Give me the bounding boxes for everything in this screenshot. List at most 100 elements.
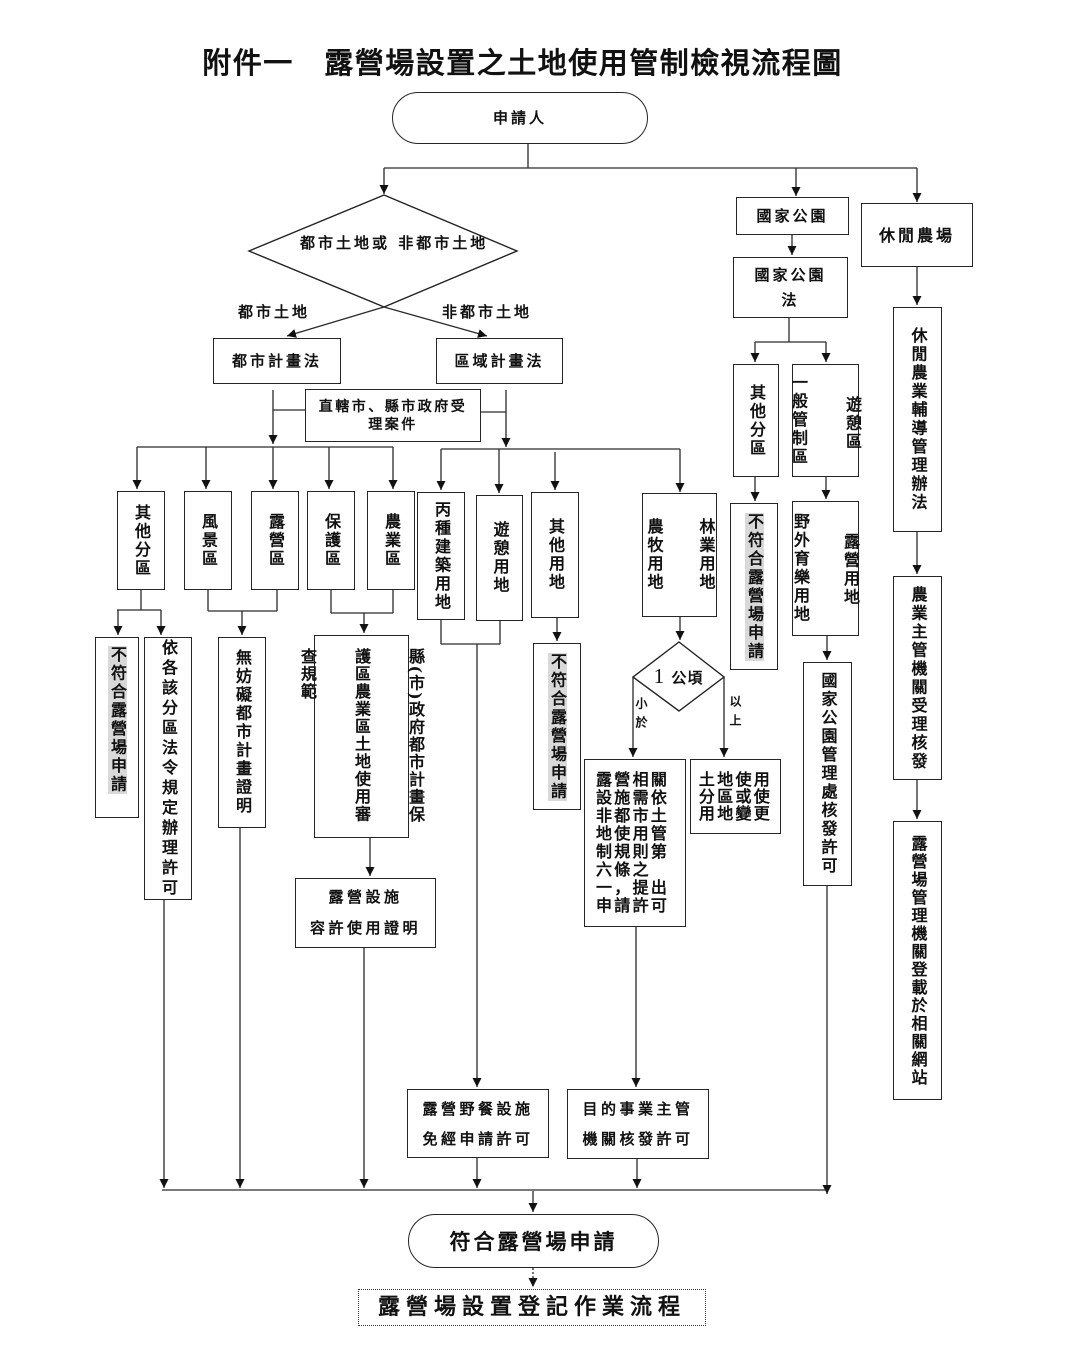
farm-land-label: 農牧用地 (644, 518, 664, 592)
authority-permit-box: 目的事業主管 機關核發許可 (567, 1089, 709, 1159)
np-recreation-zone-box: 遊憩區 一般管制區 (789, 364, 862, 477)
review-standard-box: 縣(市)政府都市計畫保 護區農業區土地使用審 查規範 (298, 635, 425, 838)
arrow-to-urban-law (286, 306, 385, 338)
urban-zone-label: 露營區 (266, 512, 285, 569)
urban-zone-agriculture: 農業區 (367, 491, 415, 590)
forest-farm-text: 林業用地 農牧用地 (615, 518, 745, 592)
urban-zone-label: 保護區 (322, 512, 341, 569)
below-threshold-label: 小於 (634, 697, 648, 735)
nonurban-land-class-c-building: 丙種建築用地 (417, 492, 465, 620)
np-camping-land-text: 露營用地 野外育樂用地 (763, 513, 888, 624)
area-threshold-text: 1 公頃 (633, 664, 724, 689)
np-other-zone-text: 其他分區 (747, 383, 766, 458)
other-zone-permit-text: 依各該分區法令規定辦理許可 (159, 638, 178, 899)
nonurban-land-recreation: 遊憩用地 (476, 495, 523, 621)
nonurban-land-label: 其他用地 (546, 518, 565, 592)
next-process-box: 露營場設置登記作業流程 (358, 1289, 706, 1326)
below-threshold-outcome-box: 露營相關 設施需依 非都市土 地使用管 制規則第 六條之 一，提出 申請許可 (584, 759, 686, 927)
start-label: 申請人 (492, 108, 547, 127)
national-park-text: 國家公園 (756, 206, 829, 225)
not-eligible-highlight: 不符合露營場申請 (745, 512, 764, 661)
land-decision-text: 都市土地或 非都市土地 (300, 234, 489, 252)
forest-land-label: 林業用地 (696, 518, 716, 592)
national-park-law-line: 國家公園法 (754, 265, 827, 309)
facility-use-cert-box: 露營設施 容許使用證明 (295, 878, 436, 948)
arrow-to-regional-law (383, 306, 488, 338)
lf-registry-box: 露營場管理機關登載於相關網站 (893, 821, 942, 1100)
np-office-permit-text: 國家公園管理處核發許可 (818, 672, 838, 876)
lf-registry-text: 露營場管理機關登載於相關網站 (908, 834, 928, 1087)
not-eligible-highlight: 不符合露營場申請 (108, 646, 127, 794)
review-standard-line: 縣(市)政府都市計畫保 (406, 648, 425, 824)
np-not-eligible-text: 不符合露營場申請 (741, 512, 767, 661)
np-camping-land-label: 露營用地 (841, 533, 860, 607)
leisure-farm-box: 休閒農場 (861, 203, 973, 267)
urban-zone-other: 其他分區 (117, 491, 165, 590)
area-decision-diamond (631, 641, 726, 712)
below-threshold-outcome-text: 露營相關 設施需依 非都市土 地使用管 制規則第 六條之 一，提出 申請許可 (596, 770, 670, 915)
national-park-law-box: 國家公園法 (733, 257, 848, 318)
np-outdoor-recreation-land-label: 野外育樂用地 (791, 513, 810, 624)
np-other-zone-box: 其他分區 (733, 364, 779, 477)
lf-regulation-box: 休閒農業輔導管理辦法 (893, 307, 942, 532)
no-obstruction-cert-box: 無妨礙都市計畫證明 (218, 637, 266, 828)
above-threshold-outcome-text: 土地使用 分區或使 用地變更 (698, 770, 773, 823)
connector-scenic-camping (207, 590, 278, 612)
local-gov-review-text: 直轄市、縣市政府受 理案件 (318, 398, 468, 433)
np-office-permit-box: 國家公園管理處核發許可 (803, 662, 852, 886)
np-general-control-zone-label: 一般管制區 (789, 374, 808, 467)
nonurban-not-eligible-text: 不符合露營場申請 (544, 652, 570, 801)
start-terminal: 申請人 (392, 92, 648, 144)
urban-zone-protection: 保護區 (307, 491, 355, 590)
connector-np-split (755, 318, 826, 343)
page-title: 附件一 露營場設置之土地使用管制檢視流程圖 (202, 46, 843, 80)
urban-zone-label: 風景區 (199, 512, 218, 569)
facility-use-cert-text: 露營設施 容許使用證明 (309, 888, 421, 937)
end-label: 符合露營場申請 (449, 1228, 618, 1254)
nonurban-land-forest-farm: 林業用地 農牧用地 (642, 493, 717, 617)
national-park-box: 國家公園 (736, 197, 849, 235)
urban-zone-scenic: 風景區 (184, 491, 232, 590)
urban-plan-law-text: 都市計畫法 (231, 351, 322, 370)
urban-zone-label: 農業區 (382, 512, 401, 569)
connector-other-zone (117, 590, 161, 611)
connector-protect-agri (330, 590, 394, 614)
lf-authority-text: 農業主管機關受理核發 (908, 585, 928, 771)
area-threshold-unit: 公頃 (671, 669, 704, 687)
np-not-eligible-box: 不符合露營場申請 (730, 503, 778, 670)
next-process-label: 露營場設置登記作業流程 (377, 1294, 686, 1320)
urban-plan-law-box: 都市計畫法 (213, 338, 341, 384)
area-threshold-value: 1 (653, 664, 666, 688)
np-recreation-zone-text: 遊憩區 一般管制區 (758, 374, 893, 467)
review-standard-line: 查規範 (298, 648, 317, 701)
nonurban-land-other: 其他用地 (531, 492, 579, 618)
urban-not-eligible-box: 不符合露營場申請 (95, 637, 139, 818)
above-threshold-label: 以上 (728, 695, 742, 733)
not-eligible-highlight: 不符合露營場申請 (548, 652, 567, 801)
regional-plan-law-box: 區域計畫法 (436, 338, 563, 384)
leisure-farm-text: 休閒農場 (878, 225, 955, 245)
urban-zone-label: 其他分區 (132, 503, 151, 578)
regional-plan-law-text: 區域計畫法 (454, 351, 545, 370)
above-threshold-outcome-box: 土地使用 分區或使 用地變更 (690, 759, 781, 834)
np-recreation-zone-label: 遊憩區 (843, 396, 862, 452)
urban-branch-label: 都市土地 (238, 303, 311, 321)
nonurban-land-label: 丙種建築用地 (432, 500, 451, 612)
urban-not-eligible-text: 不符合露營場申請 (104, 646, 130, 794)
nonurban-land-label: 遊憩用地 (490, 521, 510, 595)
picnic-exempt-text: 露營野餐設施 免經申請許可 (422, 1099, 534, 1148)
lf-regulation-text: 休閒農業輔導管理辦法 (908, 327, 928, 512)
other-zone-permit-box: 依各該分區法令規定辦理許可 (144, 637, 192, 900)
np-camping-land-box: 露營用地 野外育樂用地 (791, 501, 860, 636)
end-terminal: 符合露營場申請 (408, 1214, 659, 1268)
local-gov-review-box: 直轄市、縣市政府受 理案件 (305, 389, 481, 442)
urban-zone-camping: 露營區 (251, 491, 299, 590)
authority-permit-text: 目的事業主管 機關核發許可 (582, 1100, 694, 1148)
lf-authority-box: 農業主管機關受理核發 (893, 576, 942, 780)
connector-building-recreation (440, 620, 501, 645)
national-park-law-text: 國家公園法 (751, 238, 831, 338)
nonurban-branch-label: 非都市土地 (442, 303, 533, 321)
no-obstruction-cert-text: 無妨礙都市計畫證明 (233, 649, 252, 816)
